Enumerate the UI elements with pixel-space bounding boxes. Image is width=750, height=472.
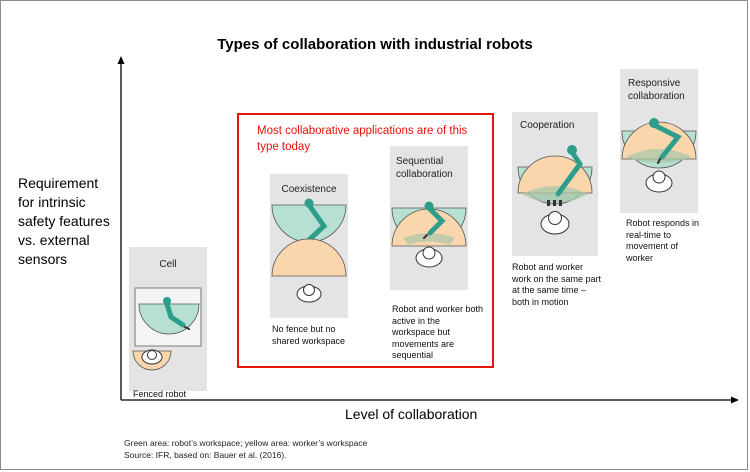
stage-cooperation-illustration bbox=[517, 145, 593, 235]
stage-cell-illustration bbox=[132, 287, 202, 371]
stage-cell-description: Fenced robot bbox=[133, 389, 187, 399]
stage-responsive-illustration bbox=[621, 118, 697, 193]
worker-icon bbox=[296, 284, 322, 303]
footnote-source: Source: IFR, based on: Bauer et al. (201… bbox=[124, 450, 287, 460]
stage-cooperation-title: Cooperation bbox=[520, 120, 575, 131]
worker-icon bbox=[141, 349, 163, 365]
robot-arm-icon bbox=[649, 118, 682, 164]
stage-cooperation-description: Robot and worker work on the same part a… bbox=[512, 262, 602, 307]
worker-icon bbox=[645, 170, 673, 193]
highlight-note: Most collaborative applications are of t… bbox=[257, 125, 468, 153]
footnote-legend: Green area: robot’s workspace; yellow ar… bbox=[124, 438, 368, 448]
workpiece-icon bbox=[547, 200, 562, 206]
highlight-box bbox=[237, 113, 494, 368]
figure-title: Types of collaboration with industrial r… bbox=[217, 36, 533, 53]
worker-icon bbox=[540, 211, 570, 235]
stage-sequential-illustration bbox=[391, 201, 467, 268]
stage-cell-title: Cell bbox=[159, 259, 177, 270]
stage-responsive-title: Responsive collaboration bbox=[628, 78, 685, 102]
worker-icon bbox=[415, 246, 443, 268]
stage-sequential-title: Sequential collaboration bbox=[396, 156, 453, 180]
stage-responsive-description: Robot responds in real-time to movement … bbox=[626, 218, 700, 263]
robot-arm-icon bbox=[555, 145, 584, 197]
robot-arm-icon bbox=[163, 297, 190, 330]
x-axis-label: Level of collaboration bbox=[345, 406, 478, 422]
y-axis-label: Requirement for intrinsic safety feature… bbox=[18, 175, 110, 267]
stage-coexistence-title: Coexistence bbox=[281, 184, 337, 195]
stage-coexistence-description: No fence but no shared workspace bbox=[272, 324, 346, 346]
stage-sequential-description: Robot and worker both active in the work… bbox=[392, 304, 484, 360]
stage-coexistence-illustration bbox=[271, 198, 347, 303]
robot-arm-icon bbox=[423, 201, 446, 239]
